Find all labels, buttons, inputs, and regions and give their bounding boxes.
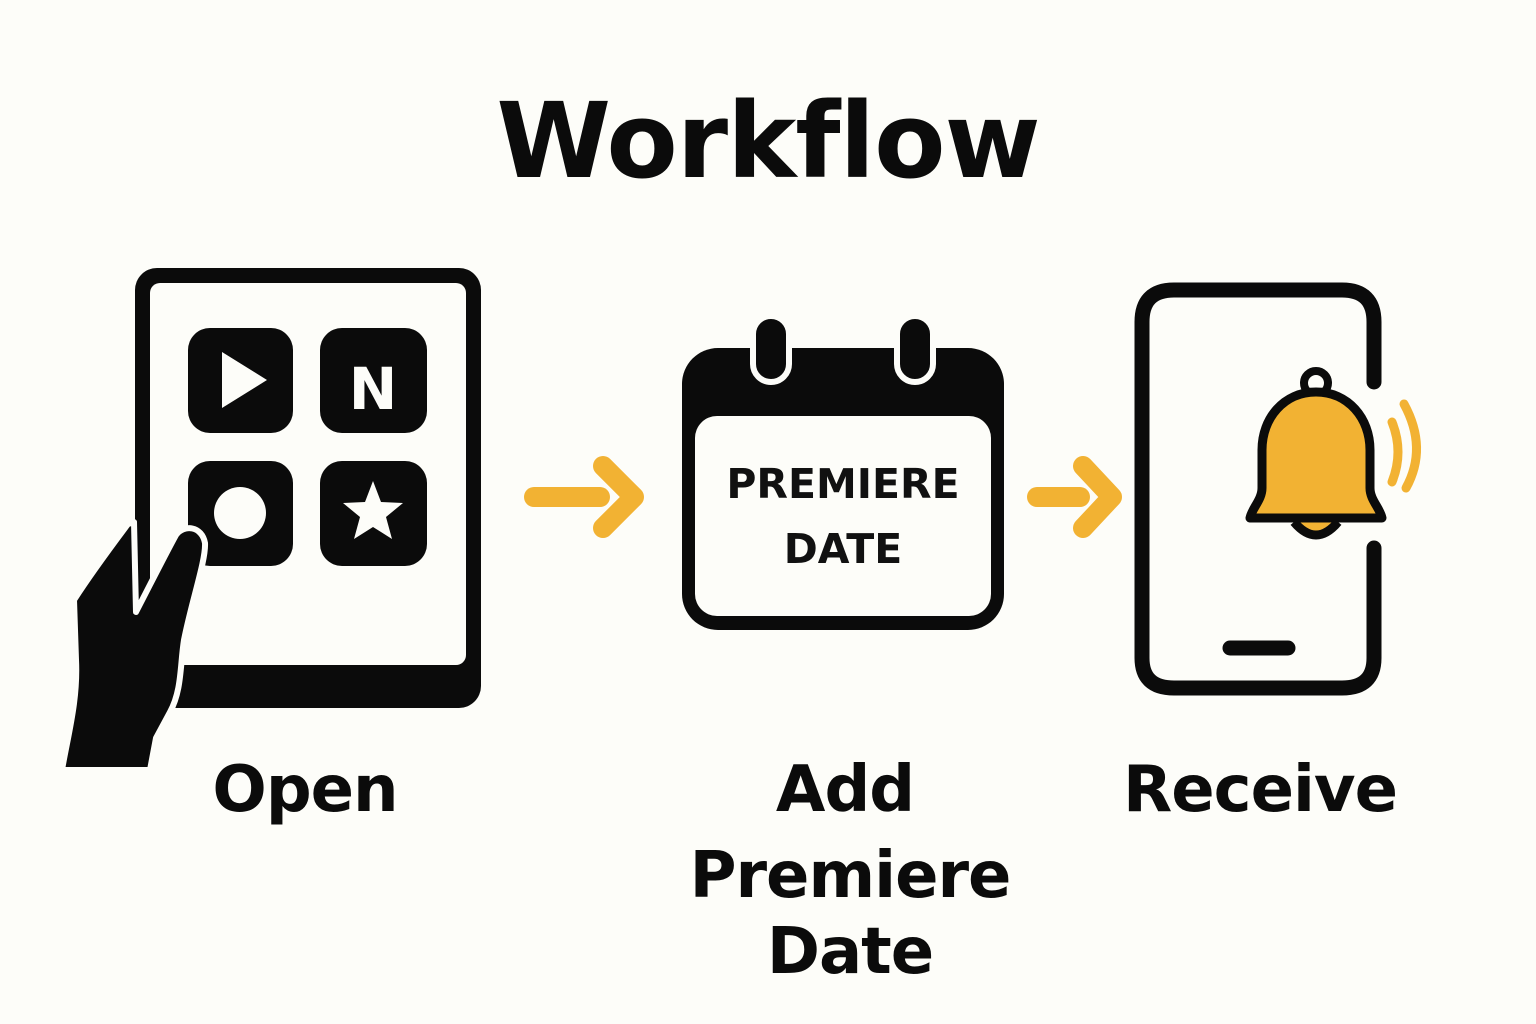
circle-icon <box>214 487 266 539</box>
calendar-ring-left <box>750 313 792 385</box>
diagram-title: Workflow <box>496 80 1040 202</box>
step-label-add: Add <box>775 753 915 827</box>
app-grid: N <box>188 328 427 566</box>
calendar-icon: PREMIERE DATE <box>682 313 1004 630</box>
calendar-page <box>695 416 991 616</box>
bell-icon <box>1245 367 1387 540</box>
phone-bell-notification-icon <box>1134 282 1421 696</box>
star-icon <box>343 481 403 539</box>
calendar-ring-right <box>894 313 936 385</box>
tablet-with-app-grid-icon: N <box>59 268 481 773</box>
step-label-receive: Receive <box>1122 753 1398 827</box>
play-icon <box>222 352 267 408</box>
calendar-text-line2: DATE <box>784 525 903 573</box>
n-letter-icon: N <box>349 355 398 423</box>
calendar-text-line1: PREMIERE <box>726 460 959 508</box>
arrow-right-icon <box>524 456 644 538</box>
n-app-tile <box>320 328 427 433</box>
vibration-waves-icon <box>1387 417 1403 487</box>
step-label-premiere-date: Premiere Date <box>689 839 1012 989</box>
hand-icon <box>59 519 209 773</box>
phone-outline <box>1134 282 1382 696</box>
arrow-right-icon <box>1027 456 1122 538</box>
step-label-open: Open <box>212 753 398 827</box>
